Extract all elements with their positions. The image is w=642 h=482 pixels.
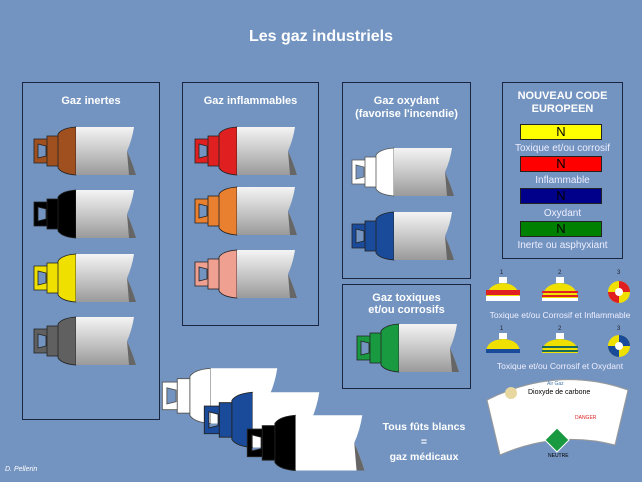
group-title: Gaz toxiques bbox=[372, 292, 441, 304]
gas-label-sticker: Air Gaz Dioxyde de carbone DANGER NEUTRE bbox=[485, 375, 630, 463]
gas-cylinder bbox=[355, 322, 465, 374]
code-label: Toxique et/ou corrosif bbox=[514, 143, 611, 154]
num: 1 bbox=[500, 270, 504, 276]
combo-label: Toxique et/ou Corrosif et Inflammable bbox=[489, 310, 631, 320]
group-inflammables: Gaz inflammables bbox=[182, 82, 319, 326]
code-label: Inflammable bbox=[535, 175, 590, 186]
gas-cylinder bbox=[193, 185, 303, 237]
code-blue: N bbox=[520, 188, 602, 204]
code-yellow: N bbox=[520, 124, 602, 140]
sticker-brand: Air Gaz bbox=[547, 381, 564, 387]
gas-cylinder bbox=[193, 125, 303, 177]
group-title: Gaz inflammables bbox=[203, 95, 298, 107]
group-oxydant: Gaz oxydant (favorise l'incendie) bbox=[342, 82, 471, 279]
sticker-danger: DANGER bbox=[575, 415, 597, 421]
group-subtitle: et/ou corrosifs bbox=[368, 304, 445, 316]
gas-cylinder bbox=[350, 146, 460, 198]
medical-text: Tous fûts blancs = gaz médicaux bbox=[374, 420, 474, 465]
num: 2 bbox=[558, 326, 562, 332]
code-red: N bbox=[520, 156, 602, 172]
gas-cylinder bbox=[245, 413, 365, 471]
shoulder-diagram bbox=[486, 333, 630, 357]
european-code-panel: NOUVEAU CODE EUROPEEN N Toxique et/ou co… bbox=[502, 82, 623, 259]
combo-label: Toxique et/ou Corrosif et Oxydant bbox=[496, 361, 624, 371]
num: 2 bbox=[558, 270, 562, 276]
num: 1 bbox=[500, 326, 504, 332]
num: 3 bbox=[617, 270, 621, 276]
gas-cylinder bbox=[32, 188, 142, 240]
author: D. Pellerin bbox=[5, 466, 38, 473]
page-title: Les gaz industriels bbox=[248, 28, 394, 45]
sticker-pictogram-label: NEUTRE bbox=[548, 453, 569, 459]
group-inertes: Gaz inertes bbox=[22, 82, 160, 420]
gas-cylinder bbox=[32, 252, 142, 304]
code-title: EUROPEEN bbox=[531, 103, 594, 115]
group-title: Gaz oxydant bbox=[373, 95, 440, 107]
gas-cylinder bbox=[32, 315, 142, 367]
shoulder-diagram bbox=[486, 277, 630, 303]
code-green: N bbox=[520, 221, 602, 237]
sticker-shape bbox=[486, 379, 629, 456]
code-title: NOUVEAU CODE bbox=[517, 90, 608, 102]
sticker-title: Dioxyde de carbone bbox=[528, 389, 591, 396]
medical-line: Tous fûts blancs bbox=[382, 421, 466, 433]
group-subtitle: (favorise l'incendie) bbox=[355, 108, 458, 120]
group-title: Gaz inertes bbox=[61, 95, 121, 107]
group-toxiques: Gaz toxiques et/ou corrosifs bbox=[342, 284, 471, 389]
gas-cylinder bbox=[350, 210, 460, 262]
gas-cylinder bbox=[193, 248, 303, 300]
code-label: Oxydant bbox=[543, 208, 582, 219]
code-label: Inerte ou asphyxiant bbox=[517, 240, 608, 251]
medical-line: = bbox=[420, 436, 428, 448]
medical-line: gaz médicaux bbox=[389, 451, 459, 463]
num: 3 bbox=[617, 326, 621, 332]
gas-cylinder bbox=[32, 125, 142, 177]
